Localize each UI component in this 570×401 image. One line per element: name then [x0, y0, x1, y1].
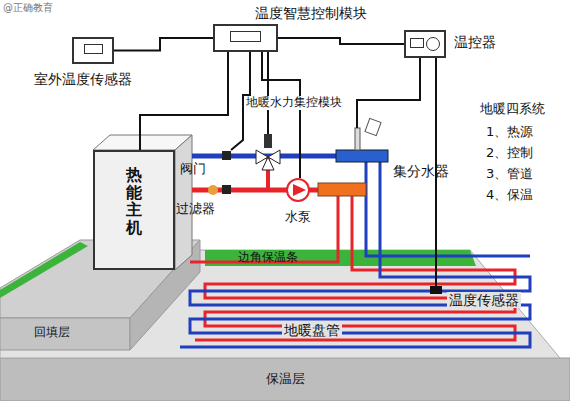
part-label: 过滤器: [176, 202, 215, 217]
control-wire: [140, 52, 228, 150]
node-label: 温控器: [454, 34, 496, 52]
node-label: 室外温度传感器: [34, 71, 132, 89]
part-label: @正确教育: [3, 2, 53, 14]
manifold-gauge: [355, 128, 360, 150]
edge-strip-left: [0, 242, 88, 298]
control-wire: [278, 38, 404, 44]
thermostat-screen: [410, 38, 424, 48]
manifold-actuator: [365, 118, 381, 135]
supply-manifold: [318, 183, 366, 196]
control-wire: [357, 58, 420, 128]
outdoor-sensor: 室外温度传感器: [72, 37, 114, 64]
valve-actuator: [264, 134, 272, 148]
backfill-front: [0, 318, 130, 350]
part-label: 回填层: [34, 326, 70, 340]
part-label: 4、保温: [486, 188, 533, 203]
part-label: 阀门: [180, 162, 206, 177]
three-way-valve: [262, 157, 274, 170]
part-label: 地暖水力集控模块: [244, 96, 344, 110]
filter: [208, 185, 218, 195]
control-wire: [262, 52, 300, 178]
thermostat-dial: [426, 37, 440, 51]
node-label: 温度智慧控制模块: [255, 5, 367, 23]
lcd-screen: [84, 44, 103, 54]
pump: [287, 179, 309, 201]
part-label: 保温层: [266, 372, 305, 387]
part-label: 温度传感器: [447, 292, 521, 308]
control-wire: [114, 38, 213, 51]
temperature-sensor: [430, 286, 442, 294]
lcd-screen: [230, 31, 261, 42]
valve: [222, 151, 231, 160]
insulation-layer: [0, 358, 570, 401]
heat-host: 热能主机: [93, 150, 175, 270]
control-wire: [267, 52, 269, 134]
part-label: 地暖四系统: [480, 102, 545, 117]
return-coil: [180, 160, 530, 347]
part-label: 边角保温条: [238, 251, 298, 265]
pump-arrow: [293, 184, 306, 196]
part-label: 2、控制: [486, 146, 533, 161]
control-module: 温度智慧控制模块: [213, 24, 278, 52]
valve: [222, 185, 231, 194]
node-label: 热能主机: [126, 166, 142, 236]
part-label: 集分水器: [393, 163, 449, 179]
part-label: 1、热源: [486, 125, 533, 140]
part-label: 3、管道: [486, 167, 533, 182]
return-manifold: [336, 150, 388, 162]
part-label: 水泵: [285, 210, 311, 225]
part-label: 地暖盘管: [282, 322, 342, 338]
thermostat: 温控器: [404, 30, 446, 58]
